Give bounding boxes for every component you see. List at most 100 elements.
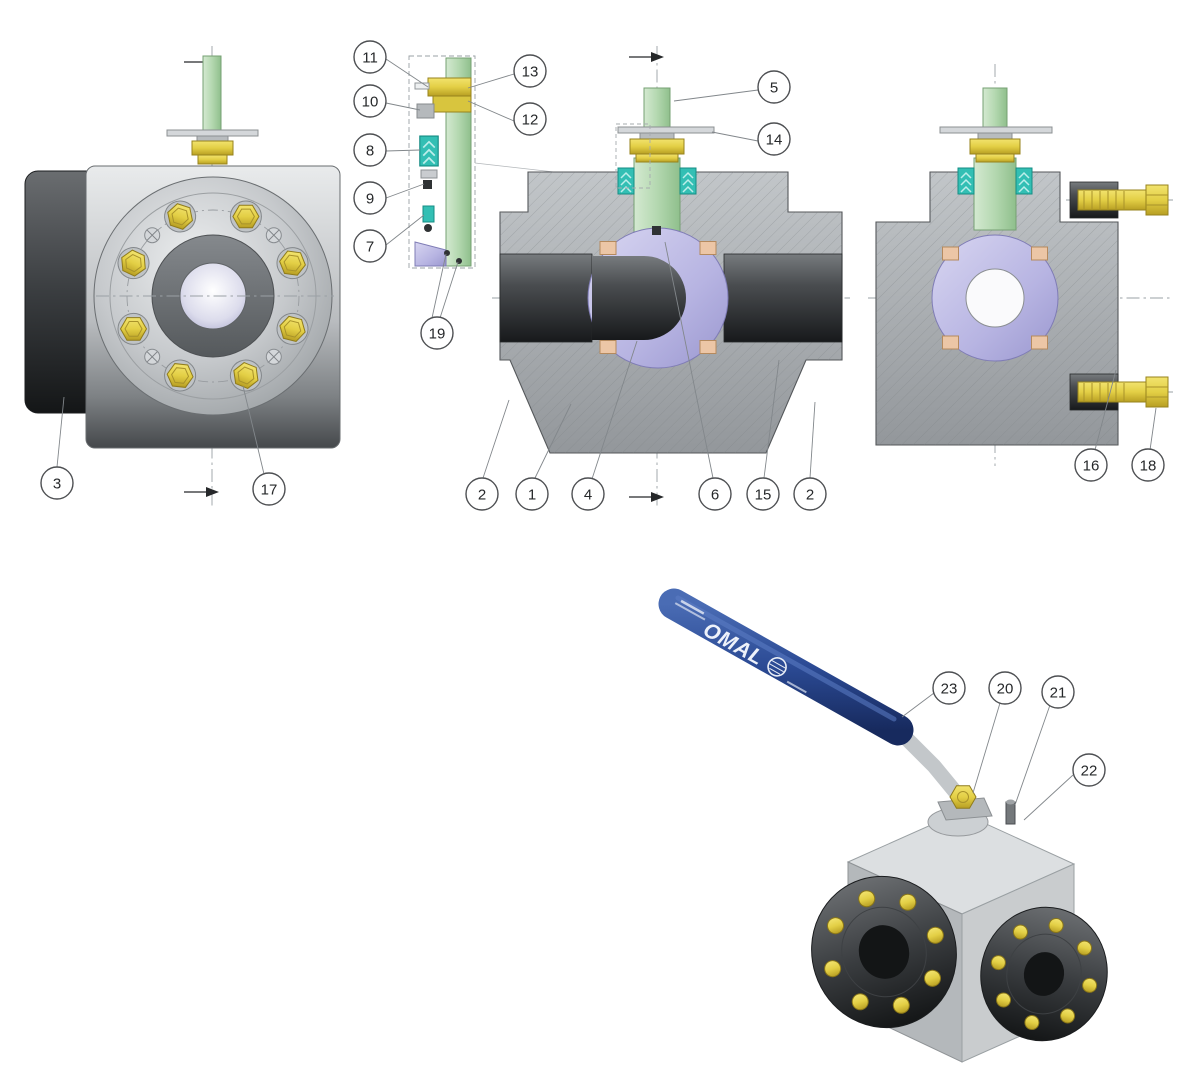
callout-1: 1 [515, 477, 549, 511]
callout-19: 19 [420, 316, 454, 350]
callout-13: 13 [513, 54, 547, 88]
callout-number: 23 [941, 680, 958, 697]
callout-12: 12 [513, 102, 547, 136]
right-flange-3d [980, 906, 1108, 1042]
flange-bolts [990, 917, 1098, 1031]
leader-lines [56, 58, 1157, 821]
stem-assembly-front [166, 55, 259, 165]
detail-outline [408, 55, 476, 269]
ball-contact-detail [424, 224, 432, 232]
ball-seat [1031, 335, 1048, 350]
stem-nut [629, 138, 685, 155]
callout-20: 20 [988, 671, 1022, 705]
stem-collar [977, 132, 1013, 140]
stem-gland [633, 157, 681, 235]
callout-number: 10 [362, 93, 379, 110]
section-arrow-bottom [629, 492, 664, 502]
ball-bore-face [965, 268, 1025, 328]
callout-18: 18 [1131, 448, 1165, 482]
handle-logo [767, 657, 787, 677]
main-section-view [492, 46, 850, 508]
stem-packing-left [957, 167, 975, 195]
callout-2-left: 2 [465, 477, 499, 511]
callout-number: 6 [711, 486, 719, 503]
callout-4: 4 [571, 477, 605, 511]
callout-23: 23 [932, 671, 966, 705]
handle-grip-highlight [675, 595, 897, 722]
threaded-plug-bottom [1077, 376, 1169, 408]
gland-bush-detail [432, 95, 472, 113]
detail-source-box [615, 123, 651, 189]
callout-10: 10 [353, 84, 387, 118]
callout-22: 22 [1072, 753, 1106, 787]
callout-number: 14 [766, 131, 783, 148]
bolt-hole [265, 227, 282, 244]
ball-surface-detail [414, 241, 447, 267]
callout-number: 4 [584, 486, 592, 503]
callout-9: 9 [353, 181, 387, 215]
callout-number: 11 [362, 49, 378, 66]
stem-nut-lower [975, 153, 1015, 163]
pin-detail [423, 180, 432, 189]
seal-dot-a [444, 250, 450, 256]
ball-seat [699, 241, 717, 255]
front-view [24, 46, 341, 506]
ball-seat [942, 335, 959, 350]
handle-arm [892, 724, 970, 808]
callout-number: 20 [997, 680, 1014, 697]
gland-nut-detail [427, 77, 472, 97]
callout-3: 3 [40, 466, 74, 500]
callout-5: 5 [757, 70, 791, 104]
ball-seat [599, 241, 617, 255]
callout-number: 18 [1140, 457, 1157, 474]
callout-21: 21 [1041, 675, 1075, 709]
callout-number: 8 [366, 142, 374, 159]
callout-14: 14 [757, 122, 791, 156]
callout-number: 9 [366, 190, 374, 207]
callout-7: 7 [353, 229, 387, 263]
callout-number: 5 [770, 79, 778, 96]
bushing-detail [416, 103, 435, 119]
stop-pin-3d [1005, 799, 1016, 825]
flange-bolts [824, 890, 944, 1014]
ball-seat [942, 246, 959, 261]
stem-packing-right [679, 167, 697, 195]
ball-seat [1031, 246, 1048, 261]
callout-16: 16 [1074, 448, 1108, 482]
stem-nut-lower [635, 153, 679, 163]
callout-number: 2 [478, 486, 486, 503]
spacer-detail [420, 169, 438, 179]
callout-number: 2 [806, 486, 814, 503]
isometric-view: OMAL [658, 588, 1108, 1063]
flange-bolt [229, 200, 262, 233]
stem-packing-detail [418, 135, 440, 167]
callout-number: 15 [755, 486, 772, 503]
callout-8: 8 [353, 133, 387, 167]
antistatic-pin [652, 226, 661, 235]
left-bore [499, 253, 593, 343]
ball-bore [592, 256, 686, 340]
left-flange-3d [811, 875, 957, 1029]
threaded-plug-top [1077, 184, 1169, 216]
ball-seat [699, 340, 717, 354]
seal-dot-b [456, 258, 462, 264]
ball-seat [599, 340, 617, 354]
bolt-hole [144, 348, 161, 365]
callout-number: 3 [53, 475, 61, 492]
callout-number: 22 [1081, 762, 1098, 779]
callout-17: 17 [252, 472, 286, 506]
section-arrow-top [629, 52, 664, 62]
callout-2-right: 2 [793, 477, 827, 511]
right-bore [723, 253, 843, 343]
center-bore [179, 262, 247, 330]
callout-number: 1 [528, 486, 536, 503]
bolt-hole [265, 348, 282, 365]
bolt-hole [144, 227, 161, 244]
callout-number: 13 [522, 63, 539, 80]
stem-packing-left [617, 167, 635, 195]
callout-balloons: 3 17 11 10 8 9 7 13 12 19 5 14 2 1 4 6 1… [40, 40, 1165, 787]
section-arrow-bottom [184, 487, 219, 497]
flange-bolt [117, 312, 150, 345]
